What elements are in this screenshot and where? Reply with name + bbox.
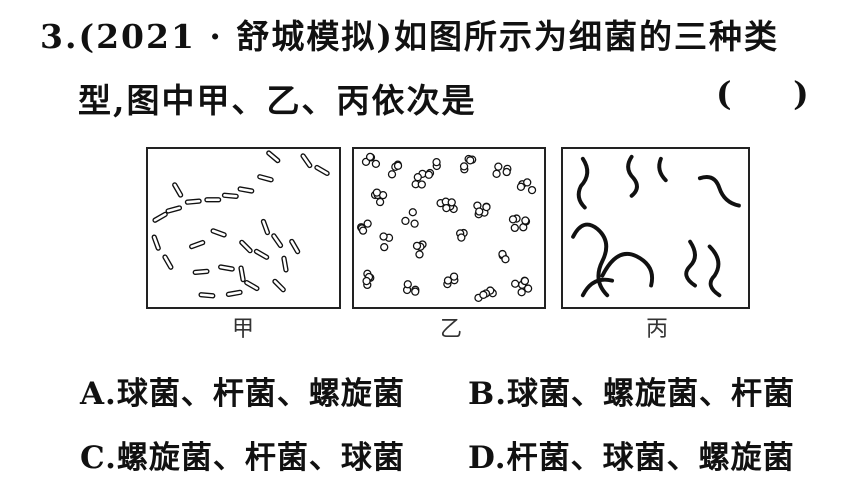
coccus-bacterium xyxy=(365,152,375,162)
cocci-bacteria-illustration xyxy=(357,152,537,302)
rod-bacterium xyxy=(165,205,183,214)
coccus-bacterium xyxy=(410,219,419,228)
rod-bacterium xyxy=(289,238,301,255)
rod-bacterium xyxy=(172,182,184,198)
coccus-bacterium xyxy=(523,284,533,293)
coccus-bacterium xyxy=(466,156,475,165)
rod-bacterium xyxy=(192,268,210,276)
rod-bacterium xyxy=(225,289,243,297)
coccus-bacterium xyxy=(511,279,520,288)
option-d[interactable]: D.杆菌、球菌、螺旋菌 xyxy=(468,440,795,476)
coccus-bacterium xyxy=(521,216,530,225)
rod-bacterium xyxy=(189,239,206,250)
coccus-bacterium xyxy=(413,173,422,182)
coccus-bacterium xyxy=(372,188,382,197)
coccus-bacterium xyxy=(482,202,491,212)
coccus-bacterium xyxy=(443,276,453,285)
coccus-bacterium xyxy=(475,207,484,216)
coccus-bacterium xyxy=(403,280,412,289)
rod-bacterium xyxy=(281,255,289,273)
coccus-bacterium xyxy=(411,287,420,296)
question-line-2: 型,图中甲、乙、丙依次是 xyxy=(78,81,477,120)
rod-bacterium xyxy=(184,198,202,205)
rod-bacterium xyxy=(266,150,281,164)
coccus-bacterium xyxy=(387,170,397,179)
rod-bacterium xyxy=(272,278,286,293)
coccus-bacterium xyxy=(401,216,410,226)
coccus-bacterium xyxy=(415,250,424,259)
coccus-bacterium xyxy=(380,243,389,252)
panel-rod-bacteria xyxy=(146,147,341,309)
coccus-bacterium xyxy=(523,178,532,187)
option-a[interactable]: A.球菌、杆菌、螺旋菌 xyxy=(80,376,405,412)
panel-spiral-bacteria xyxy=(561,147,750,309)
answer-parentheses: ( ) xyxy=(716,74,809,113)
rod-bacterium xyxy=(152,211,168,223)
rod-bacterium xyxy=(253,248,270,260)
coccus-bacterium xyxy=(424,170,434,179)
rod-bacterium xyxy=(244,279,260,292)
panel-cocci-bacteria xyxy=(352,147,546,309)
coccus-bacterium xyxy=(516,182,526,191)
rod-bacterium xyxy=(238,265,246,283)
coccus-bacterium xyxy=(508,215,518,224)
coccus-bacterium xyxy=(479,290,488,299)
coccus-bacterium xyxy=(432,158,441,167)
figure-label-jia: 甲 xyxy=(232,317,255,342)
figure-label-bing: 丙 xyxy=(646,317,669,342)
rod-bacterium xyxy=(260,218,271,236)
coccus-bacterium xyxy=(502,167,511,177)
coccus-bacterium xyxy=(358,226,368,235)
coccus-bacterium xyxy=(417,180,426,189)
coccus-bacterium xyxy=(520,276,530,286)
rod-bacterium xyxy=(151,234,161,251)
coccus-bacterium xyxy=(375,197,385,207)
coccus-bacterium xyxy=(510,223,519,233)
coccus-bacterium xyxy=(408,208,417,217)
coccus-bacterium xyxy=(459,162,469,171)
rod-bacterium xyxy=(218,264,235,272)
coccus-bacterium xyxy=(412,241,422,250)
coccus-bacterium xyxy=(362,276,371,286)
question-line-1: 3.(2021 · 舒城模拟)如图所示为细菌的三种类 xyxy=(40,17,779,56)
coccus-bacterium xyxy=(492,169,501,178)
rod-bacteria-illustration xyxy=(151,150,330,299)
option-b[interactable]: B.球菌、螺旋菌、杆菌 xyxy=(468,376,795,412)
spiral-bacteria-illustration xyxy=(571,154,741,298)
figure-label-yi: 乙 xyxy=(440,317,463,342)
option-c[interactable]: C.螺旋菌、杆菌、球菌 xyxy=(80,440,405,476)
coccus-bacterium xyxy=(442,203,451,213)
rod-bacterium xyxy=(237,186,255,194)
rod-bacterium xyxy=(221,192,239,199)
coccus-bacterium xyxy=(449,272,459,281)
coccus-bacterium xyxy=(379,232,388,241)
rod-bacterium xyxy=(204,197,222,203)
coccus-bacterium xyxy=(494,162,503,171)
coccus-bacterium xyxy=(527,185,537,195)
coccus-bacterium xyxy=(363,219,372,228)
coccus-bacterium xyxy=(371,159,381,169)
rod-bacterium xyxy=(271,233,284,249)
rod-bacterium xyxy=(314,164,330,177)
rod-bacterium xyxy=(210,228,227,238)
coccus-bacterium xyxy=(393,161,403,170)
coccus-bacterium xyxy=(447,198,456,207)
rod-bacterium xyxy=(257,174,274,183)
rod-bacterium xyxy=(239,239,253,254)
rod-bacterium xyxy=(162,254,174,270)
coccus-bacterium xyxy=(517,288,526,297)
rod-bacterium xyxy=(300,153,313,169)
coccus-bacterium xyxy=(457,233,466,242)
coccus-bacterium xyxy=(501,255,510,264)
rod-bacterium xyxy=(198,292,216,299)
